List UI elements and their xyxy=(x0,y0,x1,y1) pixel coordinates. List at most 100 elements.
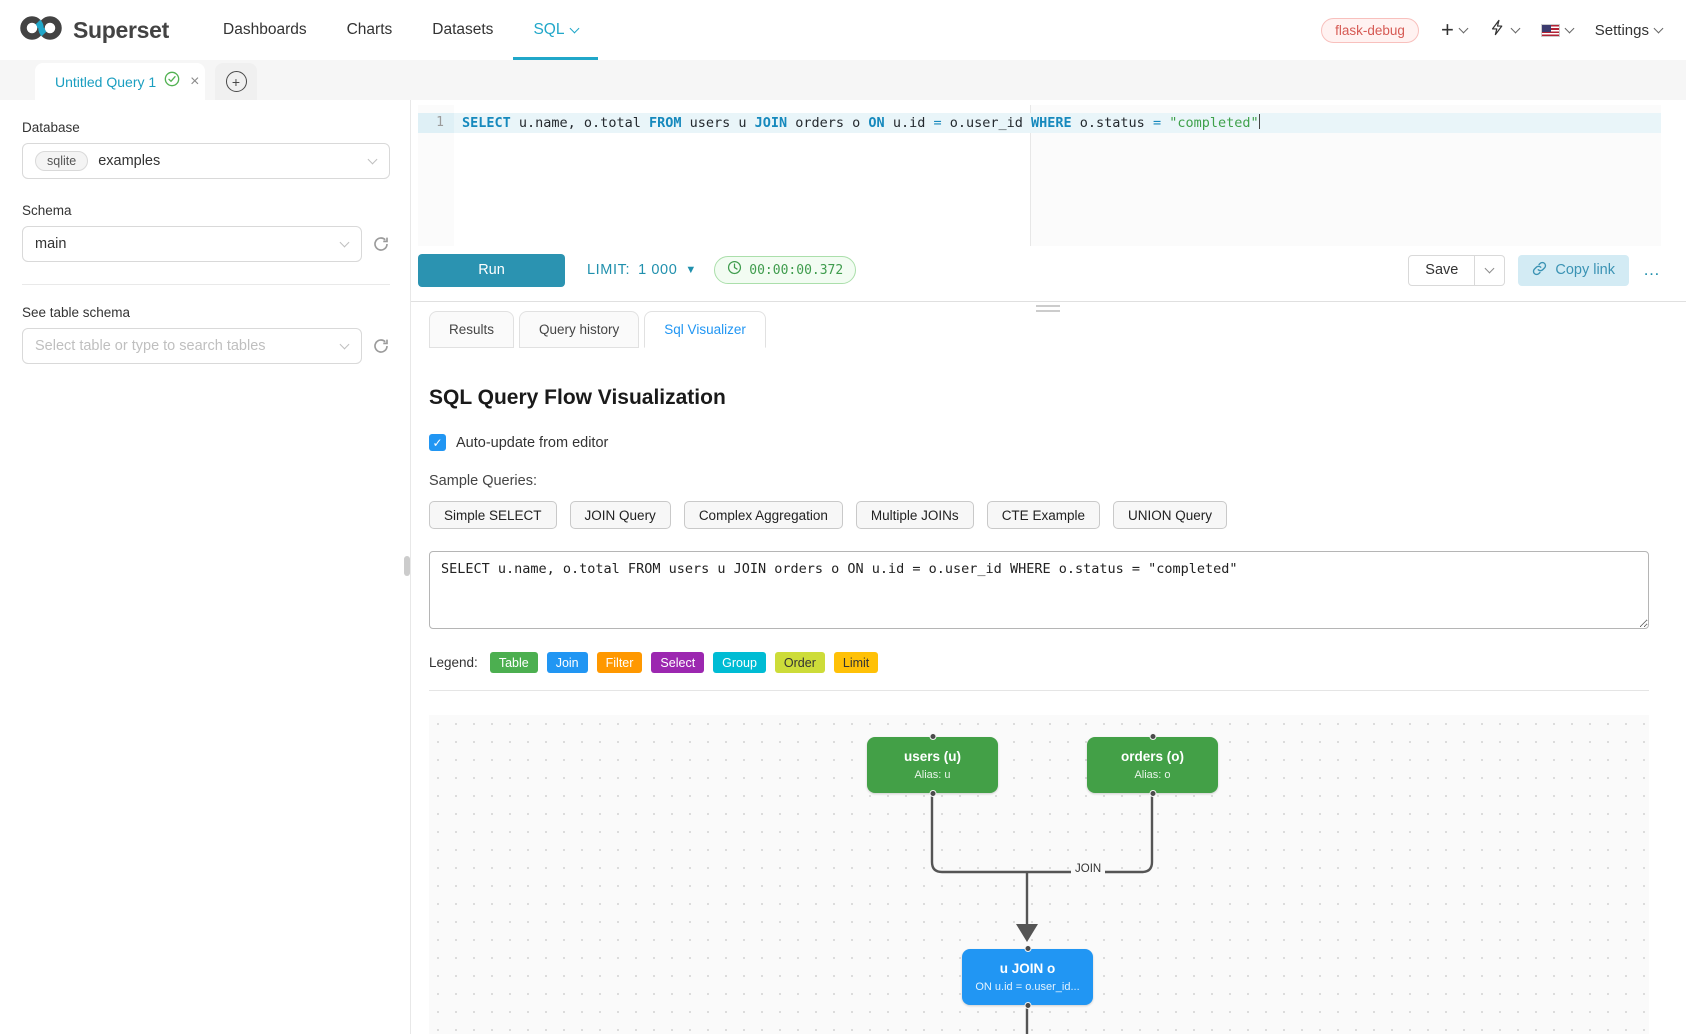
tab-query-history[interactable]: Query history xyxy=(519,311,640,348)
query-tab-untitled-query-1[interactable]: Untitled Query 1 × xyxy=(35,63,205,100)
link-icon xyxy=(1532,261,1547,280)
save-split-button: Save xyxy=(1408,254,1506,286)
query-text-input[interactable]: SELECT u.name, o.total FROM users u JOIN… xyxy=(429,551,1649,629)
panel-resize-handle[interactable] xyxy=(1036,305,1060,315)
node-port-top[interactable] xyxy=(1024,945,1031,952)
menu-charts[interactable]: Charts xyxy=(327,0,413,60)
settings-menu[interactable]: Settings xyxy=(1594,21,1664,39)
sample-multiple-joins-button[interactable]: Multiple JOINs xyxy=(855,501,974,529)
close-icon[interactable]: × xyxy=(190,72,200,90)
sql-token: JOIN xyxy=(754,115,788,131)
copy-link-label: Copy link xyxy=(1555,262,1615,278)
sql-token: FROM xyxy=(648,115,682,131)
sample-cte-example-button[interactable]: CTE Example xyxy=(986,501,1100,529)
tab-results[interactable]: Results xyxy=(429,311,515,348)
save-button[interactable]: Save xyxy=(1408,254,1476,286)
node-title: orders (o) xyxy=(1120,749,1184,764)
sql-code-line: SELECT u.name, o.total FROM users u JOIN… xyxy=(462,113,1261,133)
brand-name: Superset xyxy=(73,16,170,43)
sql-token: orders o xyxy=(787,115,869,131)
chevron-down-icon xyxy=(339,237,350,248)
chevron-down-icon xyxy=(339,339,350,350)
navbar-right: flask-debug + Settings xyxy=(1321,17,1664,43)
editor-gutter: 1 xyxy=(418,105,454,246)
sample-simple-select-button[interactable]: Simple SELECT xyxy=(429,501,557,529)
node-port-bottom[interactable] xyxy=(1024,1002,1031,1009)
flow-node-orders[interactable]: orders (o) Alias: o xyxy=(1087,733,1218,797)
sample-queries-label: Sample Queries: xyxy=(429,473,537,489)
see-table-schema-label: See table schema xyxy=(22,305,131,320)
legend-chip-select: Select xyxy=(651,652,705,673)
code-input-area[interactable]: SELECT u.name, o.total FROM users u JOIN… xyxy=(454,105,1661,246)
sql-token: o.status xyxy=(1071,115,1153,131)
save-options-button[interactable] xyxy=(1475,254,1506,286)
node-port-top[interactable] xyxy=(929,733,936,740)
menu-dashboards[interactable]: Dashboards xyxy=(203,0,327,60)
schema-label: Schema xyxy=(22,203,72,218)
panel-divider xyxy=(411,301,1686,302)
query-search-dropdown[interactable] xyxy=(1489,18,1521,42)
limit-dropdown[interactable]: LIMIT: 1 000 ▼ xyxy=(587,262,696,278)
node-port-bottom[interactable] xyxy=(929,790,936,797)
language-picker[interactable] xyxy=(1540,23,1575,37)
sqllab-left-sidebar: Database sqlite examples Schema main See… xyxy=(0,100,410,1034)
auto-update-checkbox[interactable]: ✓ xyxy=(429,434,446,451)
tab-sql-visualizer[interactable]: Sql Visualizer xyxy=(644,311,766,348)
copy-link-button[interactable]: Copy link xyxy=(1518,254,1629,286)
legend-chip-join: Join xyxy=(546,652,588,673)
node-port-bottom[interactable] xyxy=(1149,790,1156,797)
superset-logo[interactable]: Superset xyxy=(18,13,169,48)
legend-chip-group: Group xyxy=(713,652,766,673)
active-line-highlight xyxy=(454,113,1661,133)
sql-token: users u xyxy=(681,115,755,131)
chevron-down-icon xyxy=(367,154,378,165)
settings-label: Settings xyxy=(1594,21,1649,39)
sample-queries-row: Simple SELECT JOIN Query Complex Aggrega… xyxy=(429,501,1649,529)
sql-editor: 1 SELECT u.name, o.total FROM users u JO… xyxy=(418,105,1661,246)
more-options-button[interactable]: … xyxy=(1643,260,1661,279)
sample-join-query-button[interactable]: JOIN Query xyxy=(569,501,671,529)
sample-union-query-button[interactable]: UNION Query xyxy=(1112,501,1227,529)
node-title: u JOIN o xyxy=(999,961,1056,976)
sql-token xyxy=(1161,115,1169,131)
refresh-tables-icon[interactable] xyxy=(372,337,390,355)
schema-select[interactable]: main xyxy=(22,226,362,262)
chevron-down-icon xyxy=(1653,23,1664,34)
menu-datasets[interactable]: Datasets xyxy=(412,0,513,60)
new-item-dropdown[interactable]: + xyxy=(1440,17,1469,42)
refresh-schema-icon[interactable] xyxy=(372,235,390,253)
clock-icon xyxy=(727,260,742,280)
print-margin-line xyxy=(1030,105,1031,246)
legend-chip-filter: Filter xyxy=(596,652,643,673)
database-value: examples xyxy=(98,153,161,169)
table-select-placeholder: Select table or type to search tables xyxy=(35,338,266,354)
sidebar-resize-divider xyxy=(410,100,411,1034)
database-select[interactable]: sqlite examples xyxy=(22,143,390,179)
menu-sql-label: SQL xyxy=(533,21,565,38)
legend-label: Legend: xyxy=(429,655,478,670)
flow-canvas[interactable]: users (u) Alias: u orders (o) Alias: o J… xyxy=(429,715,1649,1034)
sidebar-resize-handle[interactable] xyxy=(404,556,410,576)
sample-complex-aggregation-button[interactable]: Complex Aggregation xyxy=(683,501,843,529)
sql-token: "completed" xyxy=(1169,115,1259,131)
legend-chip-table: Table xyxy=(489,652,538,673)
node-port-top[interactable] xyxy=(1149,733,1156,740)
flow-edges xyxy=(930,796,1154,1034)
flow-node-join[interactable]: u JOIN o ON u.id = o.user_id... xyxy=(962,945,1093,1009)
new-query-tab-button[interactable]: + xyxy=(215,63,257,100)
tab-query-history-label: Query history xyxy=(539,322,620,337)
auto-update-label[interactable]: Auto-update from editor xyxy=(456,434,609,451)
limit-value: 1 000 xyxy=(638,262,678,278)
superset-infinity-icon xyxy=(18,13,64,48)
table-select[interactable]: Select table or type to search tables xyxy=(22,328,362,364)
plus-icon: + xyxy=(1440,17,1454,42)
chevron-down-icon xyxy=(570,23,580,34)
menu-sql[interactable]: SQL xyxy=(513,0,599,60)
run-button[interactable]: Run xyxy=(418,253,565,287)
schema-value: main xyxy=(35,236,67,252)
environment-badge: flask-debug xyxy=(1321,17,1419,43)
tab-sql-visualizer-label: Sql Visualizer xyxy=(664,322,746,337)
flow-node-users[interactable]: users (u) Alias: u xyxy=(867,733,998,797)
plus-circle-icon: + xyxy=(225,71,247,92)
query-tab-label: Untitled Query 1 xyxy=(55,73,157,90)
